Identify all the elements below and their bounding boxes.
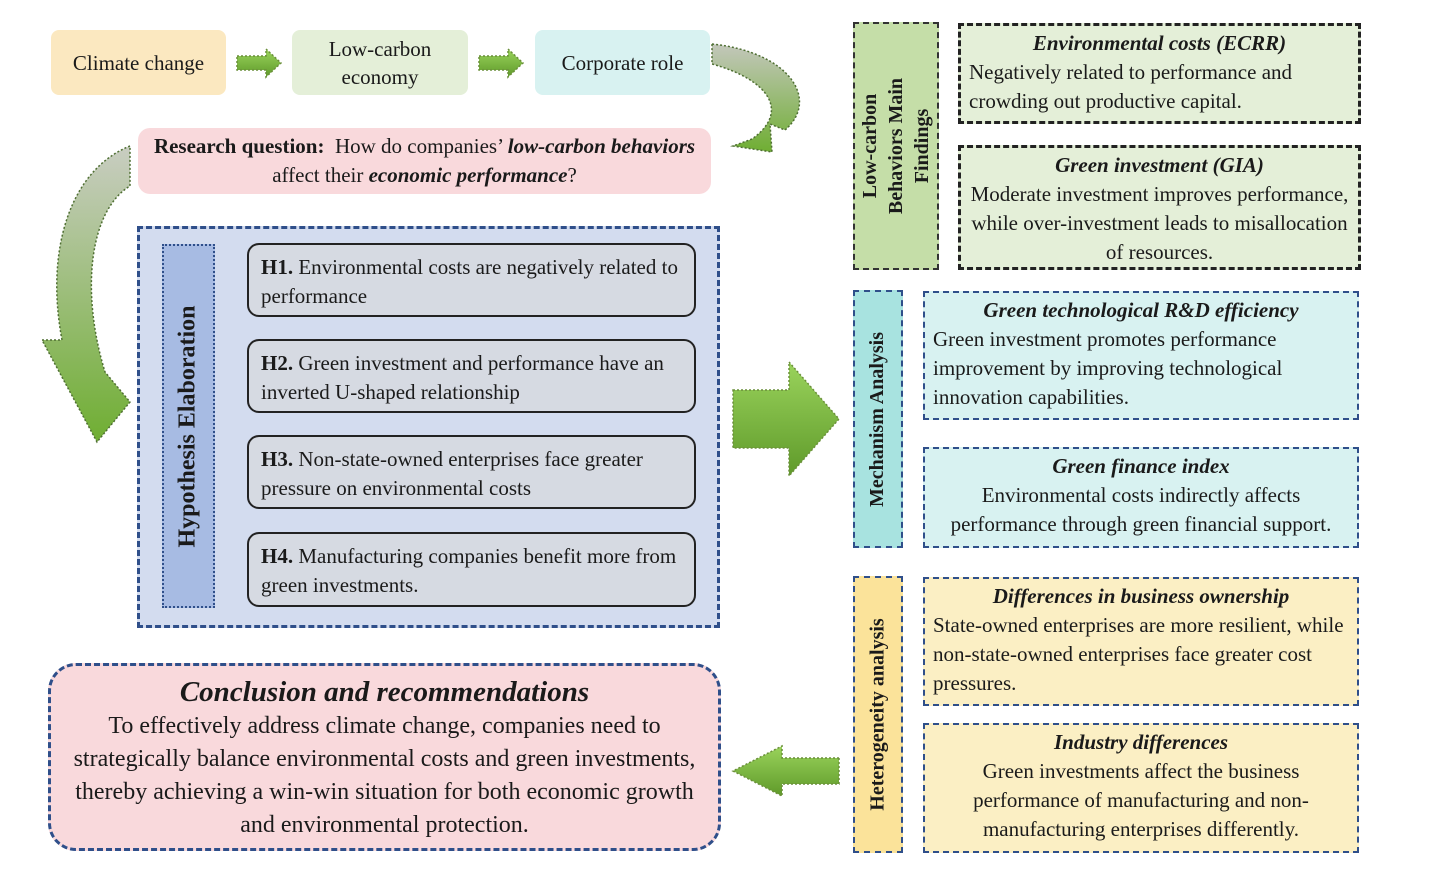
- research-question-emphasis-1: low-carbon behaviors: [507, 134, 696, 158]
- mechanism-rd-efficiency: Green technological R&D efficiency Green…: [923, 291, 1359, 420]
- hypothesis-id: H4.: [261, 544, 294, 568]
- hypothesis-section-title: Hypothesis Elaboration: [175, 304, 202, 548]
- corporate-role-box: Corporate role: [535, 30, 710, 95]
- hypothesis-h2: H2. Green investment and performance hav…: [247, 339, 696, 413]
- main-findings-section-title: Low-carbon Behaviors Main Findings: [857, 78, 935, 214]
- mechanism-green-finance: Green finance index Environmental costs …: [923, 447, 1359, 548]
- heterogeneity-text: State-owned enterprises are more resilie…: [933, 613, 1344, 695]
- mechanism-section-label: Mechanism Analysis: [853, 290, 903, 548]
- arrow-economy-to-corporate: [478, 47, 525, 79]
- curved-arrow-left: [40, 144, 131, 444]
- hypothesis-id: H1.: [261, 255, 294, 279]
- finding-gia: Green investment (GIA) Moderate investme…: [958, 145, 1361, 270]
- finding-abbr: GIA: [1219, 153, 1257, 177]
- main-findings-section-label: Low-carbon Behaviors Main Findings: [853, 22, 939, 270]
- hypothesis-text: Manufacturing companies benefit more fro…: [261, 544, 677, 597]
- hypothesis-id: H3.: [261, 447, 294, 471]
- main-findings-title-line-2: Behaviors Main: [885, 77, 907, 215]
- mechanism-text: Green investment promotes performance im…: [933, 327, 1283, 409]
- finding-title: Environmental costs: [1032, 31, 1211, 55]
- main-findings-title-line-3: Findings: [911, 108, 933, 184]
- heterogeneity-title: Industry differences: [1053, 730, 1229, 754]
- hypothesis-section-label: Hypothesis Elaboration: [162, 244, 215, 608]
- mechanism-title: Green technological R&D efficiency: [983, 298, 1299, 322]
- research-question-text-3: ?: [567, 163, 577, 187]
- hypothesis-h1: H1. Environmental costs are negatively r…: [247, 243, 696, 317]
- curved-arrow-right: [711, 43, 801, 153]
- arrow-climate-to-economy: [236, 47, 283, 79]
- arrow-left-to-conclusion: [731, 744, 840, 798]
- heterogeneity-section-label: Heterogeneity analysis: [853, 576, 903, 853]
- corporate-role-label: Corporate role: [561, 50, 684, 75]
- conclusion-text: To effectively address climate change, c…: [73, 713, 696, 838]
- heterogeneity-section-title: Heterogeneity analysis: [866, 618, 889, 811]
- mechanism-title: Green finance index: [1052, 454, 1230, 478]
- conclusion-title: Conclusion and recommendations: [179, 676, 590, 708]
- climate-change-box: Climate change: [51, 30, 226, 95]
- mechanism-section-title: Mechanism Analysis: [866, 331, 889, 507]
- hypothesis-h4: H4. Manufacturing companies benefit more…: [247, 532, 696, 607]
- low-carbon-economy-box: Low-carbon economy: [292, 30, 468, 95]
- heterogeneity-industry: Industry differences Green investments a…: [923, 723, 1359, 853]
- finding-text: Negatively related to performance and cr…: [969, 60, 1293, 113]
- finding-ecrr: Environmental costs (ECRR) Negatively re…: [958, 23, 1361, 124]
- heterogeneity-title: Differences in business ownership: [992, 584, 1290, 608]
- hypothesis-text: Environmental costs are negatively relat…: [261, 255, 678, 308]
- research-question-emphasis-2: economic performance: [368, 163, 568, 187]
- heterogeneity-text: Green investments affect the business pe…: [973, 759, 1309, 841]
- climate-change-label: Climate change: [72, 50, 205, 75]
- hypothesis-h3: H3. Non-state-owned enterprises face gre…: [247, 435, 696, 509]
- research-question-text-1: How do companies’: [334, 134, 503, 158]
- research-question-text-2: affect their: [272, 163, 364, 187]
- hypothesis-id: H2.: [261, 351, 294, 375]
- research-question-box: Research question: How do companies’ low…: [138, 128, 711, 194]
- finding-title: Green investment: [1055, 153, 1208, 177]
- big-arrow-right: [732, 360, 840, 478]
- research-question-label: Research question:: [153, 134, 325, 158]
- mechanism-text: Environmental costs indirectly affects p…: [950, 483, 1332, 536]
- hypothesis-text: Green investment and performance have an…: [261, 351, 664, 404]
- heterogeneity-ownership: Differences in business ownership State-…: [923, 577, 1359, 706]
- low-carbon-economy-label: Low-carbon economy: [328, 36, 432, 89]
- conclusion-box: Conclusion and recommendations To effect…: [48, 663, 721, 851]
- main-findings-title-line-1: Low-carbon: [859, 93, 881, 199]
- finding-text: Moderate investment improves performance…: [970, 182, 1349, 264]
- hypothesis-text: Non-state-owned enterprises face greater…: [261, 447, 643, 500]
- finding-abbr: ECRR: [1223, 31, 1280, 55]
